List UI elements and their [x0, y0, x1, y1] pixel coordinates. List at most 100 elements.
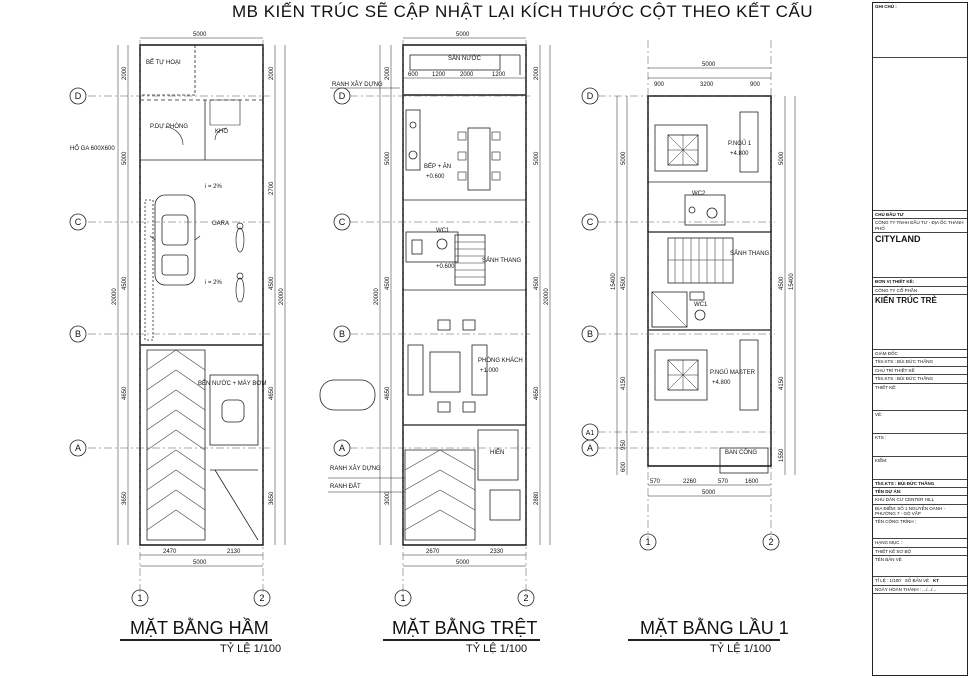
basement-room-spare: P.DỰ PHÒNG	[150, 123, 188, 130]
ground-room-porch: HIÊN	[490, 448, 504, 456]
floor1-dim-top-b: 3200	[700, 82, 714, 88]
ground-dim-bottom-a: 2670	[426, 549, 440, 555]
ground-level-kitchen: +0.600	[426, 174, 445, 180]
grid-row-d-basement: D	[75, 91, 82, 101]
grid-row-a-ground: A	[339, 443, 345, 453]
floor1-dim-left-2: 4500	[621, 276, 627, 290]
tb-kiem-label: KIỂM:	[873, 457, 967, 480]
grid-col-1-floor1: 1	[645, 537, 650, 547]
tb-sheet-label: SỐ BẢN VẼ	[904, 578, 930, 584]
tb-designer-label: ĐƠN VỊ THIẾT KẾ:	[873, 278, 967, 287]
ground-dim-top-c: 2000	[460, 72, 474, 78]
ground-room-wc: WC1	[436, 228, 450, 234]
basement-scale: TỶ LỆ 1/100	[220, 642, 281, 655]
ground-dim-top-b: 1200	[432, 72, 446, 78]
floor-plans-drawing: BỂ TỰ HOẠI P.DỰ PHÒNG KHO GARA BỂN NƯỚC …	[69, 32, 796, 655]
ground-dim-left-2: 5000	[385, 151, 391, 165]
tb-work-label: TÊN CÔNG TRÌNH :	[873, 518, 967, 540]
grid-row-d-floor1: D	[587, 91, 594, 101]
tb-lead-role: CHỦ TRÌ THIẾT KẾ	[873, 367, 967, 376]
tb-revisions	[873, 58, 967, 211]
grid-col-2-floor1: 2	[768, 537, 773, 547]
basement-note-slope1: i = 2%	[205, 184, 223, 190]
tb-vc-label: VẼ:	[873, 411, 967, 434]
grid-row-a1-floor1: A1	[586, 430, 595, 437]
basement-room-garage: GARA	[212, 221, 229, 227]
ground-dim-bottom-total: 5000	[456, 560, 470, 566]
ground-dim-left-1: 2000	[385, 66, 391, 80]
ground-room-stair: SẢNH THANG	[482, 257, 522, 264]
ground-dim-right-4: 4650	[534, 386, 540, 400]
floor1-dim-left-5: 600	[621, 461, 627, 472]
grid-row-c-floor1: C	[587, 217, 594, 227]
basement-note-manhole: HỐ GA 600X600	[70, 145, 115, 152]
ground-dim-top-d: 1200	[492, 72, 506, 78]
basement-note-slope2: i = 2%	[205, 280, 223, 286]
floor1-dim-right-1: 5000	[779, 151, 785, 165]
ground-dim-bottom-b: 2330	[490, 549, 504, 555]
tb-address: ĐỊA ĐIỂM: SỐ 1 NGUYỄN OANH - PHƯỜNG 7 - …	[873, 505, 967, 519]
floor1-dim-right-4: 1550	[779, 448, 785, 462]
grid-col-2-basement: 2	[259, 593, 264, 603]
basement-dim-right-3: 4500	[269, 276, 275, 290]
basement-room-tank: BỂ TỰ HOẠI	[146, 59, 181, 66]
ground-scale: TỶ LỆ 1/100	[466, 642, 527, 655]
floor1-dim-left-total: 15400	[611, 273, 617, 290]
basement-dim-left-4: 4650	[122, 386, 128, 400]
tb-ks-label: ThS.KTS : BÙI ĐỨC THẮNG	[873, 375, 967, 384]
floor-1-plan	[581, 40, 796, 551]
floor1-dim-right-3: 4150	[779, 376, 785, 390]
floor1-level-bed1: +4.800	[730, 151, 749, 157]
ground-dim-left-4: 4650	[385, 386, 391, 400]
floor1-scale: TỶ LỆ 1/100	[710, 642, 771, 655]
tb-designer-company: CÔNG TY CỔ PHẦN	[873, 287, 967, 295]
grid-row-a-floor1: A	[587, 443, 593, 453]
basement-dim-left-1: 2000	[122, 66, 128, 80]
tb-owner-label: CHỦ ĐẦU TƯ	[873, 211, 967, 220]
basement-dim-left-5: 3650	[122, 491, 128, 505]
ground-dim-right-total: 20000	[544, 288, 550, 305]
floor1-room-balcony: BAN CÔNG	[725, 449, 757, 456]
ground-note-land: RANH ĐẤT	[330, 483, 361, 490]
tb-item-name: THIẾT KẾ SƠ BỘ	[873, 548, 967, 557]
tb-owner-logo: CITYLAND	[873, 233, 967, 279]
grid-row-b-basement: B	[75, 329, 81, 339]
floor1-room-stair: SẢNH THANG	[730, 250, 770, 257]
floor1-dim-bottom-c: 570	[718, 479, 729, 485]
basement-dim-left-total: 20000	[112, 288, 118, 305]
floor1-title: MẶT BẰNG LẦU 1	[640, 617, 789, 638]
tb-project-label: TÊN DỰ ÁN:	[873, 488, 967, 497]
grid-row-d-ground: D	[339, 91, 346, 101]
ground-level-living: +1.000	[480, 368, 499, 374]
basement-dim-right-total: 20000	[279, 288, 285, 305]
basement-dim-bottom-total: 5000	[193, 560, 207, 566]
ground-dim-top: 5000	[456, 32, 470, 38]
floor1-room-master: P.NGỦ MASTER	[710, 369, 756, 376]
grid-col-1-ground: 1	[400, 593, 405, 603]
ground-dim-left-3: 4500	[385, 276, 391, 290]
grid-row-b-ground: B	[339, 329, 345, 339]
floor1-dim-left-3: 4150	[621, 376, 627, 390]
tb-design-label: THIẾT KẾ:	[873, 384, 967, 411]
grid-row-a-basement: A	[75, 443, 81, 453]
basement-dim-left-2: 5000	[122, 151, 128, 165]
tb-project-name: KHU DÂN CƯ CENTER HILL	[873, 496, 967, 505]
floor1-dim-left-1: 5000	[621, 151, 627, 165]
grid-col-2-ground: 2	[523, 593, 528, 603]
ground-room-yard: SÂN NƯỚC	[448, 55, 482, 62]
tb-kt-label: KTS :	[873, 434, 967, 457]
floor1-dim-top-a: 900	[654, 82, 665, 88]
ground-note-line-bottom: RANH XÂY DỰNG	[330, 465, 381, 472]
ground-dim-right-3: 4500	[534, 276, 540, 290]
basement-dim-right-1: 2000	[269, 66, 275, 80]
tb-lead-label: ThS.KTS : BÙI ĐỨC THẮNG	[873, 358, 967, 367]
ground-dim-right-2: 5000	[534, 151, 540, 165]
ground-dim-right-1: 2000	[534, 66, 540, 80]
tb-notes-label: GHI CHÚ :	[873, 3, 967, 58]
basement-dim-top: 5000	[193, 32, 207, 38]
ground-dim-left-total: 20000	[374, 288, 380, 305]
basement-room-storage: KHO	[215, 129, 228, 135]
ground-dim-right-5: 2880	[534, 491, 540, 505]
ground-note-line-top: RANH XÂY DỰNG	[332, 81, 383, 88]
floor1-room-wc2: WC2	[692, 191, 706, 197]
